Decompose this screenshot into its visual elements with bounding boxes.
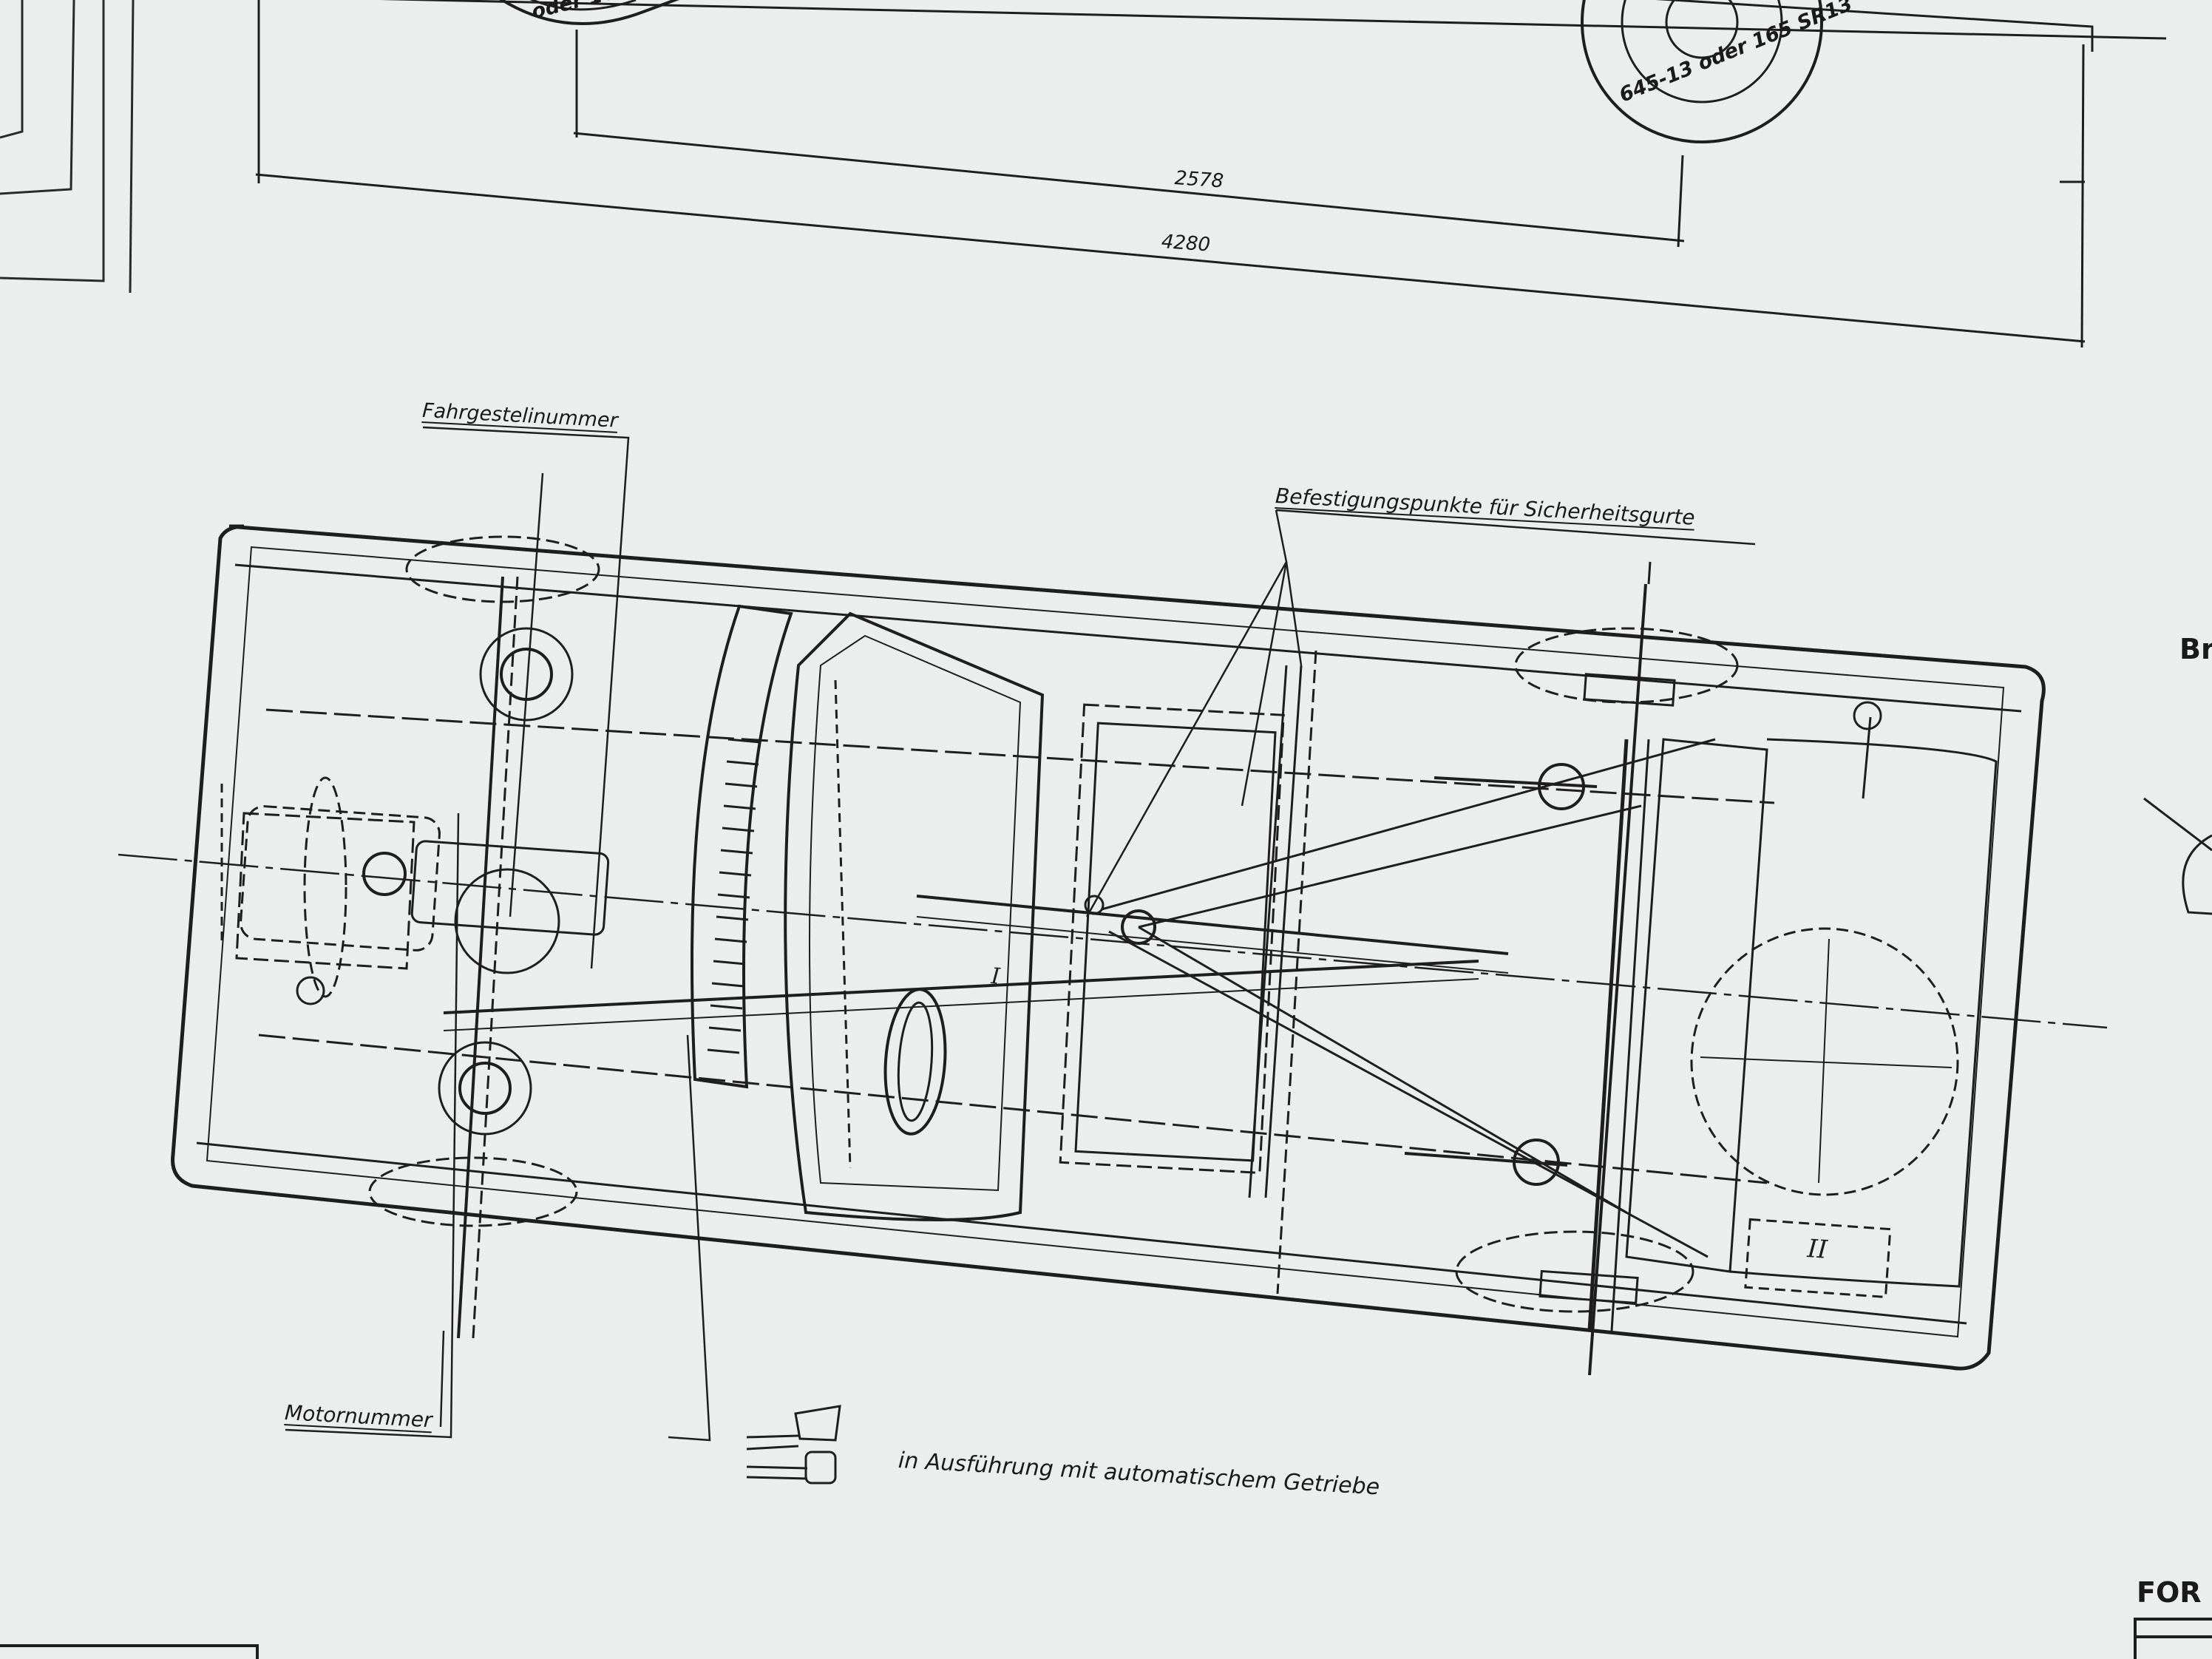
front-axle [457, 576, 504, 1339]
length-dimension: 4280 [1160, 231, 1212, 257]
edge-text-bottom-right: FOR [2137, 1576, 2202, 1609]
rear-wheel-outline [1581, 0, 1823, 143]
cabin-outline [784, 611, 1045, 1221]
leader-lines [285, 426, 1756, 1442]
pedal-icon [746, 1405, 841, 1485]
radiator-grille [707, 738, 761, 1054]
steering-wheel [883, 988, 947, 1136]
bottom-fragments [0, 1618, 2212, 1659]
right-edge-fragment [2143, 797, 2212, 915]
rear-axle [1588, 583, 1647, 1376]
centre-line [118, 853, 2108, 1029]
zone-marker-one: I [989, 963, 1001, 990]
wheelbase-dimension: 2578 [1173, 167, 1225, 193]
edge-text-right: Br [2179, 633, 2212, 665]
driveshaft [443, 960, 1479, 1014]
body-outline [171, 524, 2046, 1371]
zone-marker-two: II [1805, 1234, 1828, 1265]
left-border [0, 0, 135, 294]
side-view [379, 0, 2167, 143]
chassis-plan-view [118, 524, 2108, 1376]
dimension-lines [255, 0, 2086, 348]
spare-wheel [1690, 927, 1959, 1196]
